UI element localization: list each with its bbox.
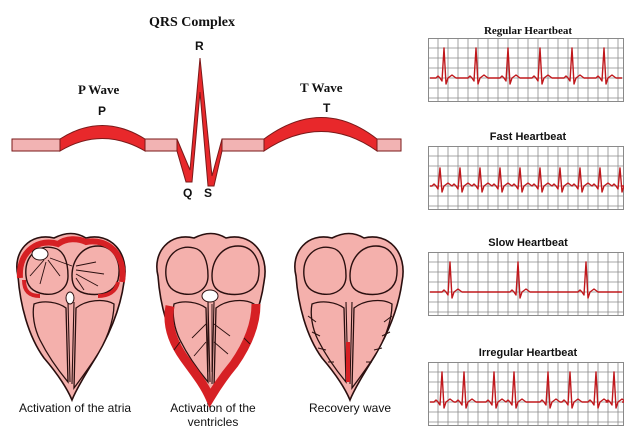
heart-caption-2-line1: Activation of the bbox=[143, 401, 283, 415]
heart-atria-activation bbox=[17, 234, 125, 401]
ecg-strip-title-fast: Fast Heartbeat bbox=[438, 131, 618, 143]
ecg-strip-title-regular: Regular Heartbeat bbox=[438, 25, 618, 37]
ecg-strip-title-slow: Slow Heartbeat bbox=[438, 237, 618, 249]
heart-caption-1-line1: Activation of the atria bbox=[0, 401, 150, 415]
heart-caption-3-line1: Recovery wave bbox=[285, 401, 415, 415]
ecg-strip-title-irregular: Irregular Heartbeat bbox=[438, 347, 618, 359]
heart-caption-2: Activation of the ventricles bbox=[143, 401, 283, 429]
heart-caption-2-line2: ventricles bbox=[143, 415, 283, 429]
ecg-strip-regular bbox=[428, 38, 624, 102]
heart-recovery-wave bbox=[295, 234, 403, 401]
ecg-strip-irregular bbox=[428, 362, 624, 426]
heart-caption-3: Recovery wave bbox=[285, 401, 415, 415]
ecg-strip-slow bbox=[428, 252, 624, 316]
ecg-strip-fast bbox=[428, 146, 624, 210]
heart-caption-1: Activation of the atria bbox=[0, 401, 150, 415]
heart-ventricle-activation bbox=[157, 234, 265, 401]
